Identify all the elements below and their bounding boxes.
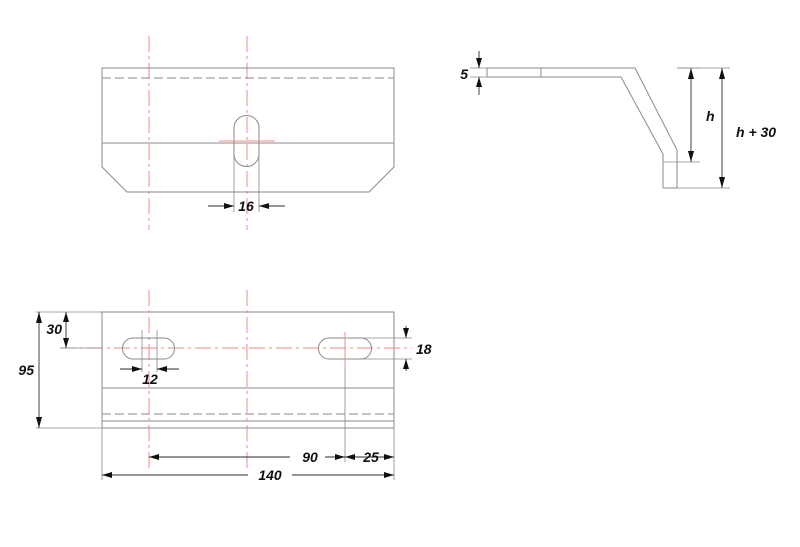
dim12-text: 12 xyxy=(142,371,158,387)
plan-view: 95 30 12 xyxy=(18,290,432,483)
dimh30-text: h + 30 xyxy=(736,124,776,140)
dim25-arrow-left xyxy=(345,454,355,460)
dim30-text: 30 xyxy=(46,321,62,337)
dim16-arrow-right xyxy=(259,203,269,209)
dim5-text: 5 xyxy=(460,66,468,82)
dimension-plan-edge-to-slot: 30 xyxy=(46,312,102,349)
dimension-plan-center-to-right-slot: 90 xyxy=(149,366,346,465)
dim16-arrow-left xyxy=(224,203,234,209)
dimh-arrow-top xyxy=(688,68,694,79)
dim25-text: 25 xyxy=(362,449,379,465)
dim18-text: 18 xyxy=(416,341,432,357)
dim90-text: 90 xyxy=(302,449,318,465)
dim95-text: 95 xyxy=(18,362,34,378)
dim140-text: 140 xyxy=(258,467,282,483)
dim5-arrow-top xyxy=(476,58,482,68)
dim5-arrow-bottom xyxy=(476,77,482,87)
dim95-arrow-top xyxy=(36,312,42,323)
dimension-plan-right-slot-to-edge: 25 xyxy=(345,428,395,480)
dimension-plan-slot-width: 12 xyxy=(120,330,179,387)
dimension-plan-slot-height: 18 xyxy=(361,326,432,371)
side-view: 5 h h + 30 xyxy=(460,51,776,188)
dim12-arrow-left xyxy=(132,366,142,372)
dim16-text: 16 xyxy=(238,198,254,214)
dimh30-arrow-bottom xyxy=(719,177,725,188)
front-view-outline xyxy=(102,68,394,192)
dimh-arrow-bottom xyxy=(688,151,694,162)
dimh-text: h xyxy=(706,108,715,124)
dim12-arrow-right xyxy=(157,366,167,372)
dim95-arrow-bottom xyxy=(36,417,42,428)
dimension-plan-length: 140 xyxy=(101,428,394,483)
dim140-arrow-right xyxy=(384,472,394,478)
dimension-side-thickness: 5 xyxy=(460,51,497,95)
side-view-incline-inner xyxy=(621,77,663,154)
dimension-side-total-height: h + 30 xyxy=(677,67,776,189)
dimension-side-height: h xyxy=(663,67,715,163)
dim90-arrow-left xyxy=(149,454,159,460)
dimh30-arrow-top xyxy=(719,68,725,79)
dim30-arrow-bottom xyxy=(63,338,69,348)
dim30-arrow-top xyxy=(63,312,69,322)
plan-view-left-slot xyxy=(123,338,175,359)
dimension-front-slot-width: 16 xyxy=(208,198,285,214)
dim25-arrow-right xyxy=(384,454,394,460)
dim140-arrow-left xyxy=(102,472,112,478)
plan-view-outline xyxy=(102,312,394,428)
side-view-incline-outer xyxy=(635,68,677,150)
dimension-plan-height: 95 xyxy=(18,311,102,429)
front-view: 16 xyxy=(102,36,394,230)
dim90-arrow-right xyxy=(335,454,345,460)
dim18-arrow-top xyxy=(403,328,409,338)
dim18-arrow-bottom xyxy=(403,359,409,369)
